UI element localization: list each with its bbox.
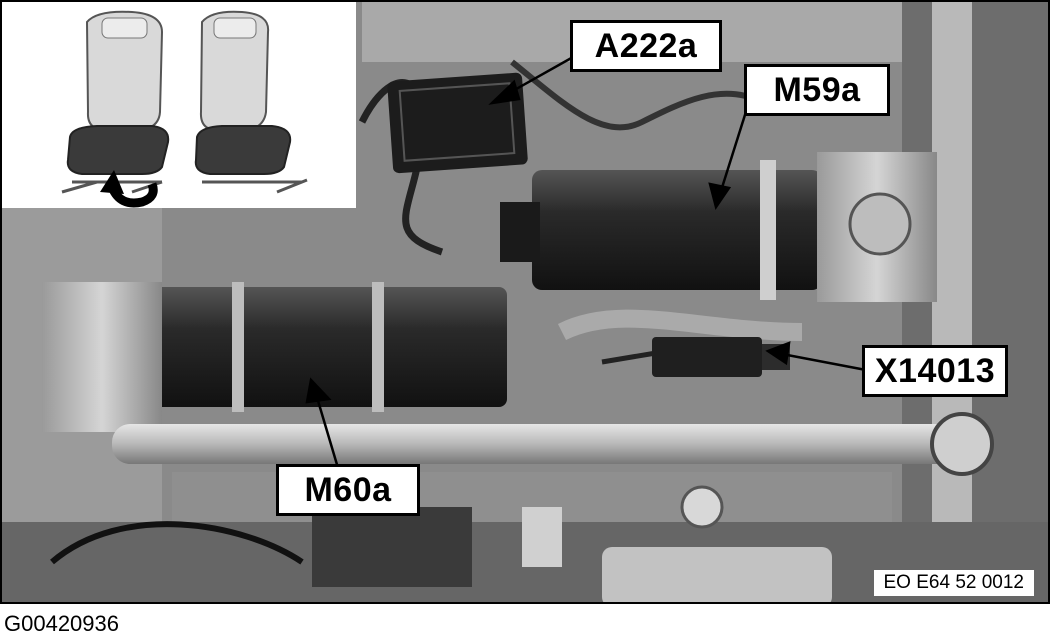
seat-right-icon: [194, 10, 308, 194]
label-m60a: M60a: [276, 464, 420, 516]
component-photo: A222a M59a X14013 M60a EO E64 52 0012: [0, 0, 1050, 604]
label-a222a: A222a: [570, 20, 722, 72]
label-x14013: X14013: [862, 345, 1008, 397]
seat-left-icon: [61, 10, 170, 194]
figure-id: G00420936: [4, 611, 119, 636]
reference-code: EO E64 52 0012: [873, 570, 1034, 596]
seat-inset: [2, 2, 356, 208]
callout-arrows: [305, 50, 867, 469]
label-m59a: M59a: [744, 64, 890, 116]
seat-illustration: [2, 2, 356, 208]
rotate-arrow-icon: [100, 170, 158, 208]
